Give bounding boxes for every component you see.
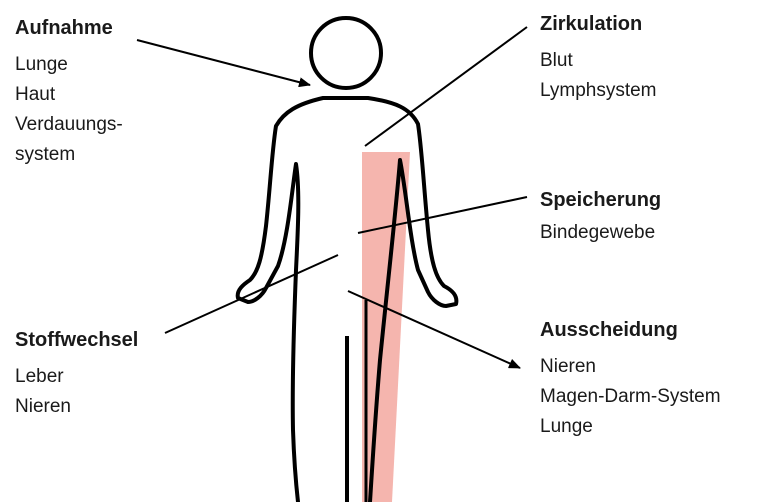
aufnahme-item: Lunge [15,50,123,80]
stoffwechsel-item: Nieren [15,392,138,422]
aufnahme-arrow [137,40,310,85]
body-highlight-region [362,152,410,502]
stoffwechsel-item: Leber [15,362,138,392]
ausscheidung-item: Nieren [540,352,721,382]
aufnahme-item: Haut [15,80,123,110]
label-aufnahme: Aufnahme Lunge Haut Verdauungs- system [15,14,123,170]
zirkulation-line [365,27,527,146]
label-ausscheidung: Ausscheidung Nieren Magen-Darm-System Lu… [540,316,721,442]
speicherung-item: Bindegewebe [540,218,661,248]
zirkulation-item: Lymphsystem [540,76,657,106]
zirkulation-item: Blut [540,46,657,76]
aufnahme-heading: Aufnahme [15,14,123,42]
zirkulation-heading: Zirkulation [540,10,657,38]
speicherung-heading: Speicherung [540,186,661,214]
label-speicherung: Speicherung Bindegewebe [540,186,661,248]
stoffwechsel-heading: Stoffwechsel [15,326,138,354]
ausscheidung-item: Lunge [540,412,721,442]
label-zirkulation: Zirkulation Blut Lymphsystem [540,10,657,106]
label-stoffwechsel: Stoffwechsel Leber Nieren [15,326,138,422]
stoffwechsel-line [165,255,338,333]
ausscheidung-heading: Ausscheidung [540,316,721,344]
ausscheidung-item: Magen-Darm-System [540,382,721,412]
aufnahme-item: Verdauungs- [15,110,123,140]
aufnahme-item: system [15,140,123,170]
body-head [311,18,381,88]
